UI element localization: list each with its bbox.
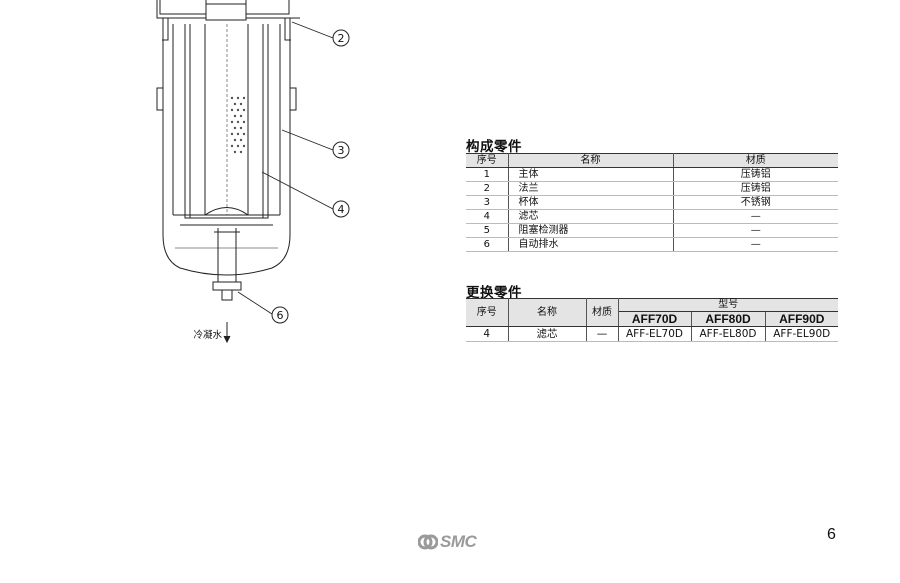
table-row: 1 主体 压铸铝 xyxy=(466,167,838,182)
row-no: 3 xyxy=(466,195,509,210)
filter-cross-section-drawing: 2 3 4 6 冷凝水 xyxy=(156,0,350,344)
table-row: 4 滤芯 — xyxy=(466,209,838,224)
row-part-aff70d: AFF-EL70D xyxy=(618,326,692,342)
row-name: 自动排水 xyxy=(508,237,674,252)
row-name: 滤芯 xyxy=(508,326,587,342)
row-material: — xyxy=(586,326,619,342)
callout-label-6: 6 xyxy=(277,309,284,322)
table-header-row: 序号 名称 材质 xyxy=(466,153,838,168)
table-row: 4 滤芯 — AFF-EL70D AFF-EL80D AFF-EL90D xyxy=(466,326,838,342)
callout-3 xyxy=(332,141,350,159)
header-model: 型号 xyxy=(618,297,838,313)
table-header-row: 序号 名称 材质 型号 xyxy=(466,297,838,327)
smc-logo-icon xyxy=(418,534,438,550)
page-number: 6 xyxy=(827,526,836,543)
header-material: 材质 xyxy=(586,298,619,327)
table-row: 2 法兰 压铸铝 xyxy=(466,181,838,196)
table-header-row: AFF70D AFF80D AFF90D xyxy=(466,311,838,327)
smc-logo-text: SMC xyxy=(440,532,477,551)
drain-label: 冷凝水 xyxy=(193,329,222,341)
callout-2 xyxy=(332,29,350,47)
row-material: 压铸铝 xyxy=(673,167,838,182)
row-no: 4 xyxy=(466,326,509,342)
header-material: 材质 xyxy=(673,153,838,168)
table-row: 5 阻塞检测器 — xyxy=(466,223,838,238)
row-name: 主体 xyxy=(508,167,674,182)
row-no: 6 xyxy=(466,237,509,252)
row-material: — xyxy=(673,237,838,252)
callout-label-2: 2 xyxy=(338,32,345,45)
row-name: 滤芯 xyxy=(508,209,674,224)
row-no: 1 xyxy=(466,167,509,182)
callout-label-3: 3 xyxy=(338,144,345,157)
header-name: 名称 xyxy=(508,153,674,168)
components-title: 构成零件 xyxy=(466,139,522,155)
row-material: 不锈钢 xyxy=(673,195,838,210)
table-row: 6 自动排水 — xyxy=(466,237,838,252)
header-model-aff90d: AFF90D xyxy=(765,311,838,327)
row-material: — xyxy=(673,209,838,224)
table-row: 3 杯体 不锈钢 xyxy=(466,195,838,210)
header-name: 名称 xyxy=(508,298,587,327)
row-material: 压铸铝 xyxy=(673,181,838,196)
row-no: 4 xyxy=(466,209,509,224)
replacement-table: 序号 名称 材质 型号 AFF70D AFF80D AFF90D 4 滤芯 — … xyxy=(466,297,838,342)
row-name: 阻塞检测器 xyxy=(508,223,674,238)
components-table: 序号 名称 材质 1 主体 压铸铝 2 法兰 压铸铝 3 杯体 不锈钢 4 滤芯… xyxy=(466,153,838,252)
row-material: — xyxy=(673,223,838,238)
row-part-aff90d: AFF-EL90D xyxy=(765,326,838,342)
callout-4 xyxy=(332,200,350,218)
callout-label-4: 4 xyxy=(338,203,345,216)
replacement-title: 更换零件 xyxy=(466,285,522,301)
header-no: 序号 xyxy=(466,298,509,327)
smc-logo: SMC xyxy=(418,532,477,552)
row-name: 杯体 xyxy=(508,195,674,210)
header-model-aff80d: AFF80D xyxy=(691,311,766,327)
row-no: 2 xyxy=(466,181,509,196)
header-model-aff70d: AFF70D xyxy=(618,311,692,327)
row-name: 法兰 xyxy=(508,181,674,196)
row-part-aff80d: AFF-EL80D xyxy=(691,326,766,342)
header-no: 序号 xyxy=(466,153,509,168)
row-no: 5 xyxy=(466,223,509,238)
callout-6 xyxy=(271,306,289,324)
